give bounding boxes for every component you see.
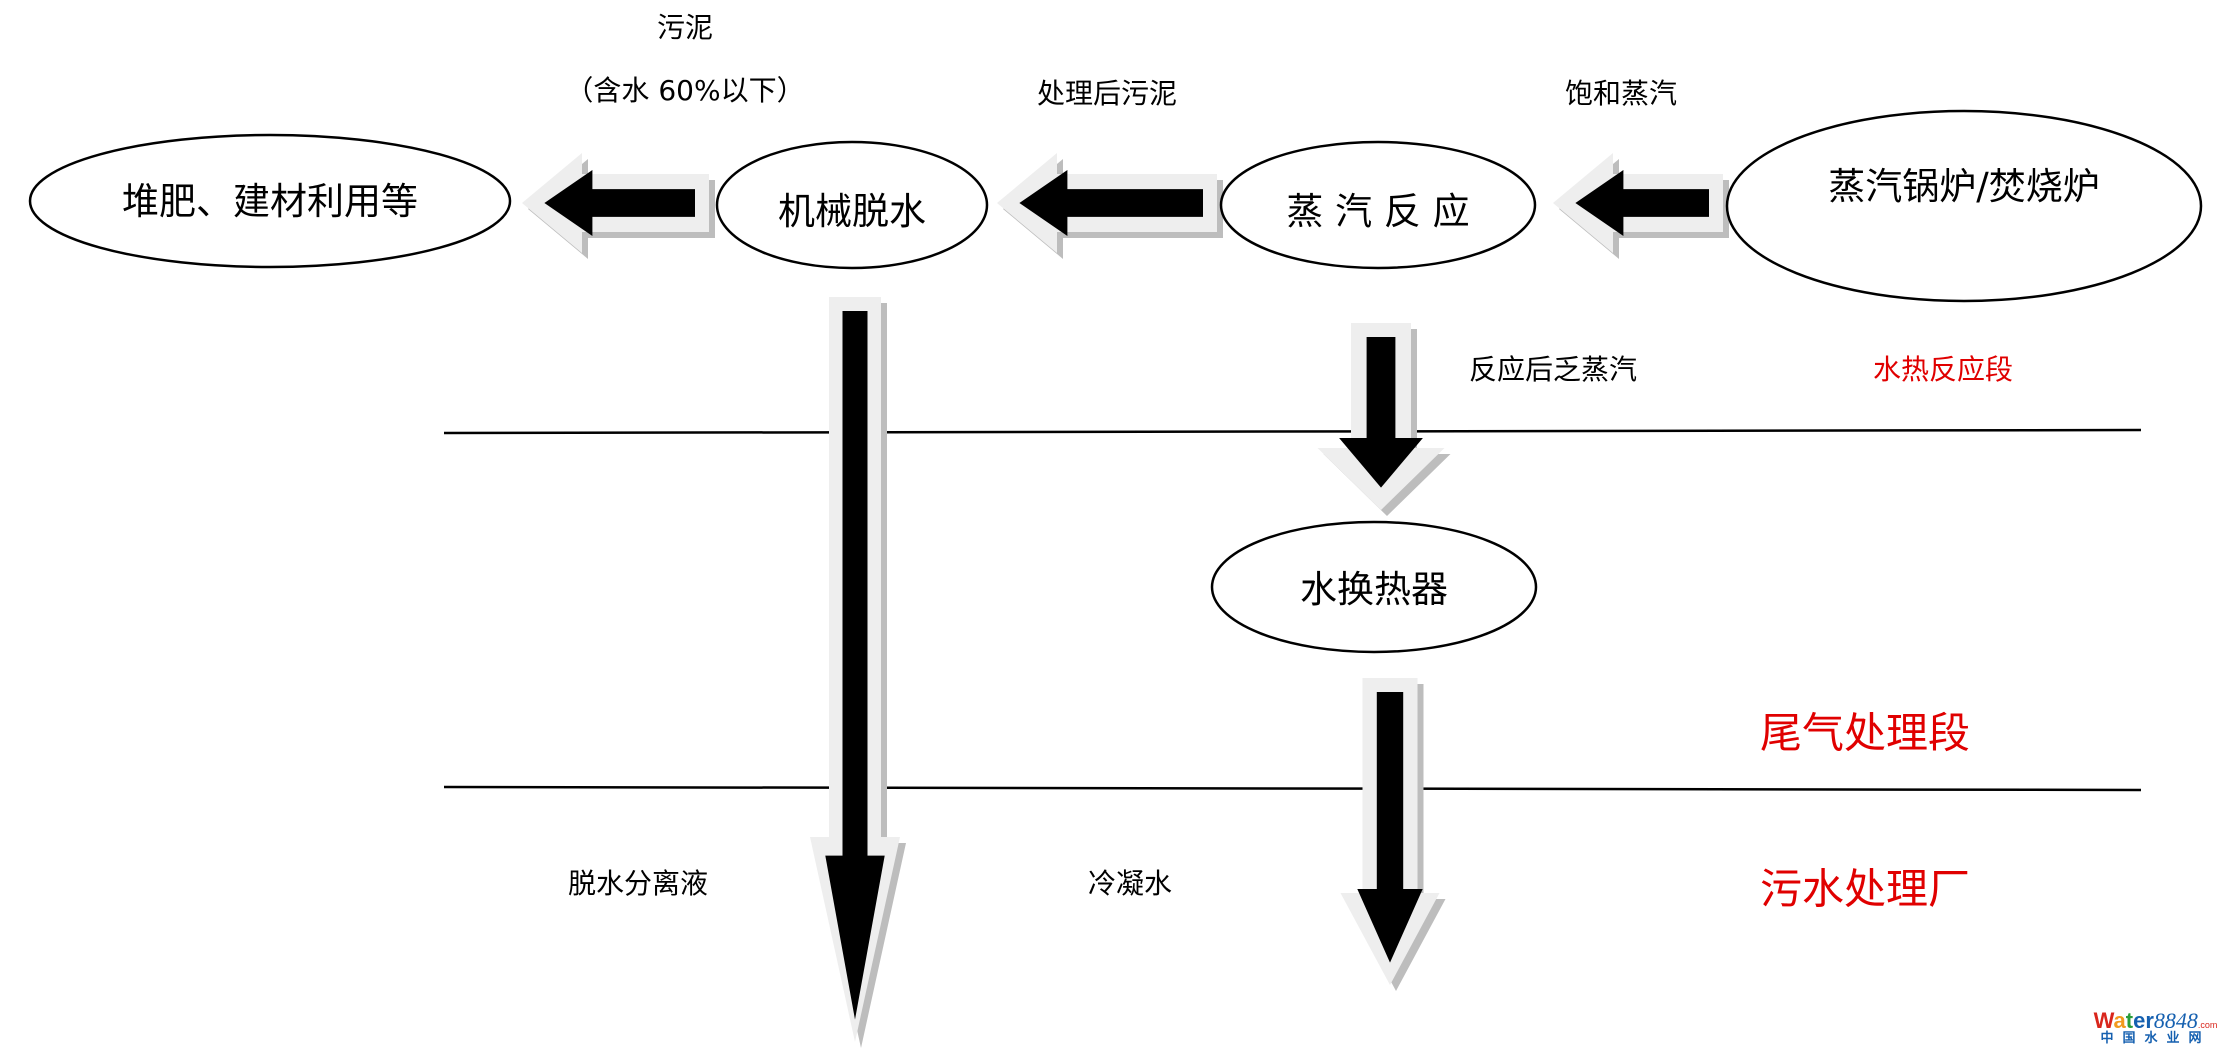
watermark-logo: Water8848.com 中国水业网	[2093, 1008, 2218, 1046]
section-exhaust: 尾气处理段	[1759, 708, 1971, 758]
node-dewater-ellipse	[715, 140, 989, 270]
watermark-subtitle: 中国水业网	[2100, 1031, 2211, 1046]
section-divider-bottom	[443, 785, 2142, 792]
flow-arrow-dewater-to-compost-arrow-icon	[544, 170, 695, 236]
section-hydrothermal: 水热反应段	[1872, 353, 2014, 386]
node-compost-ellipse	[28, 133, 512, 269]
node-steam-reaction: 蒸 汽 反 应	[1286, 190, 1470, 233]
section-divider-top	[443, 428, 2142, 435]
label-condensate: 冷凝水	[1087, 867, 1173, 900]
flow-arrow-reaction-to-exchanger-arrow-icon	[1339, 337, 1423, 488]
node-dewater: 机械脱水	[778, 190, 926, 233]
flow-arrow-reaction-to-dewater-arrow-icon	[1019, 170, 1203, 236]
label-treated-sludge: 处理后污泥	[1036, 77, 1178, 110]
label-sludge: 污泥	[656, 11, 714, 44]
node-heat-exchanger: 水换热器	[1300, 568, 1448, 611]
label-saturated-steam: 饱和蒸汽	[1564, 77, 1678, 110]
node-boiler-ellipse	[1725, 109, 2203, 303]
label-moisture: （含水 60%以下）	[565, 74, 805, 107]
node-heat-exchanger-ellipse	[1210, 520, 1538, 654]
watermark-brand: Water8848.com	[2093, 1008, 2218, 1033]
label-separation-liquid: 脱水分离液	[567, 867, 709, 900]
label-spent-steam: 反应后乏蒸汽	[1468, 353, 1638, 386]
node-steam-reaction-ellipse	[1219, 140, 1537, 270]
node-compost: 堆肥、建材利用等	[122, 180, 418, 223]
flow-arrow-exchanger-to-condensate-arrow-icon	[1357, 692, 1423, 963]
section-wastewater-plant: 污水处理厂	[1759, 864, 1971, 914]
flow-arrow-boiler-to-reaction-arrow-icon	[1575, 170, 1709, 236]
flow-arrow-dewater-to-liquid-arrow-icon	[825, 311, 885, 1020]
node-boiler: 蒸汽锅炉/焚烧炉	[1828, 165, 2100, 208]
